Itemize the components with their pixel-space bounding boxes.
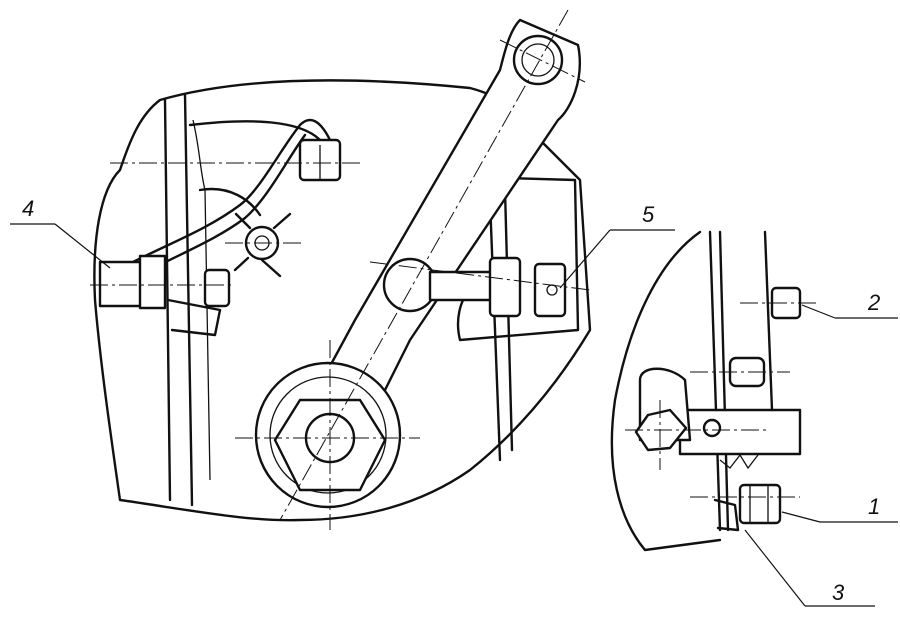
detail-break-line xyxy=(610,230,722,552)
callout-1: 1 xyxy=(781,494,898,523)
detail-washer-3 xyxy=(713,498,740,532)
callout-3: 3 xyxy=(744,529,875,607)
left-bracket-lug xyxy=(138,254,167,310)
centre-lines xyxy=(90,9,591,530)
lever-arm xyxy=(288,18,581,462)
detail-bracket xyxy=(678,408,802,456)
callout-label-2: 2 xyxy=(867,290,880,315)
housing-outline xyxy=(93,79,592,522)
callout-5: 5 xyxy=(559,202,675,289)
frame-rail-right xyxy=(488,188,514,462)
adjust-nut-2 xyxy=(533,262,567,318)
left-bolt xyxy=(203,268,231,308)
detail-screw-1 xyxy=(738,483,782,525)
callout-2: 2 xyxy=(801,290,898,319)
adjust-nut-1 xyxy=(488,256,522,318)
mount-pad xyxy=(166,298,222,337)
callout-label-4: 4 xyxy=(22,196,34,221)
callout-4: 4 xyxy=(10,196,111,269)
wing-nut xyxy=(233,212,292,278)
detail-centre-lines xyxy=(625,302,820,498)
callout-label-3: 3 xyxy=(832,580,845,605)
detail-view xyxy=(610,230,820,552)
lever-top-hole xyxy=(512,34,564,86)
callout-label-5: 5 xyxy=(642,202,655,227)
detail-hole xyxy=(702,418,722,438)
callout-label-1: 1 xyxy=(868,494,880,519)
detail-spring-teeth xyxy=(719,453,759,470)
detail-plate xyxy=(708,230,774,532)
casting-rib xyxy=(188,120,322,217)
main-assembly-view xyxy=(90,9,592,530)
hub-inner xyxy=(269,376,387,494)
